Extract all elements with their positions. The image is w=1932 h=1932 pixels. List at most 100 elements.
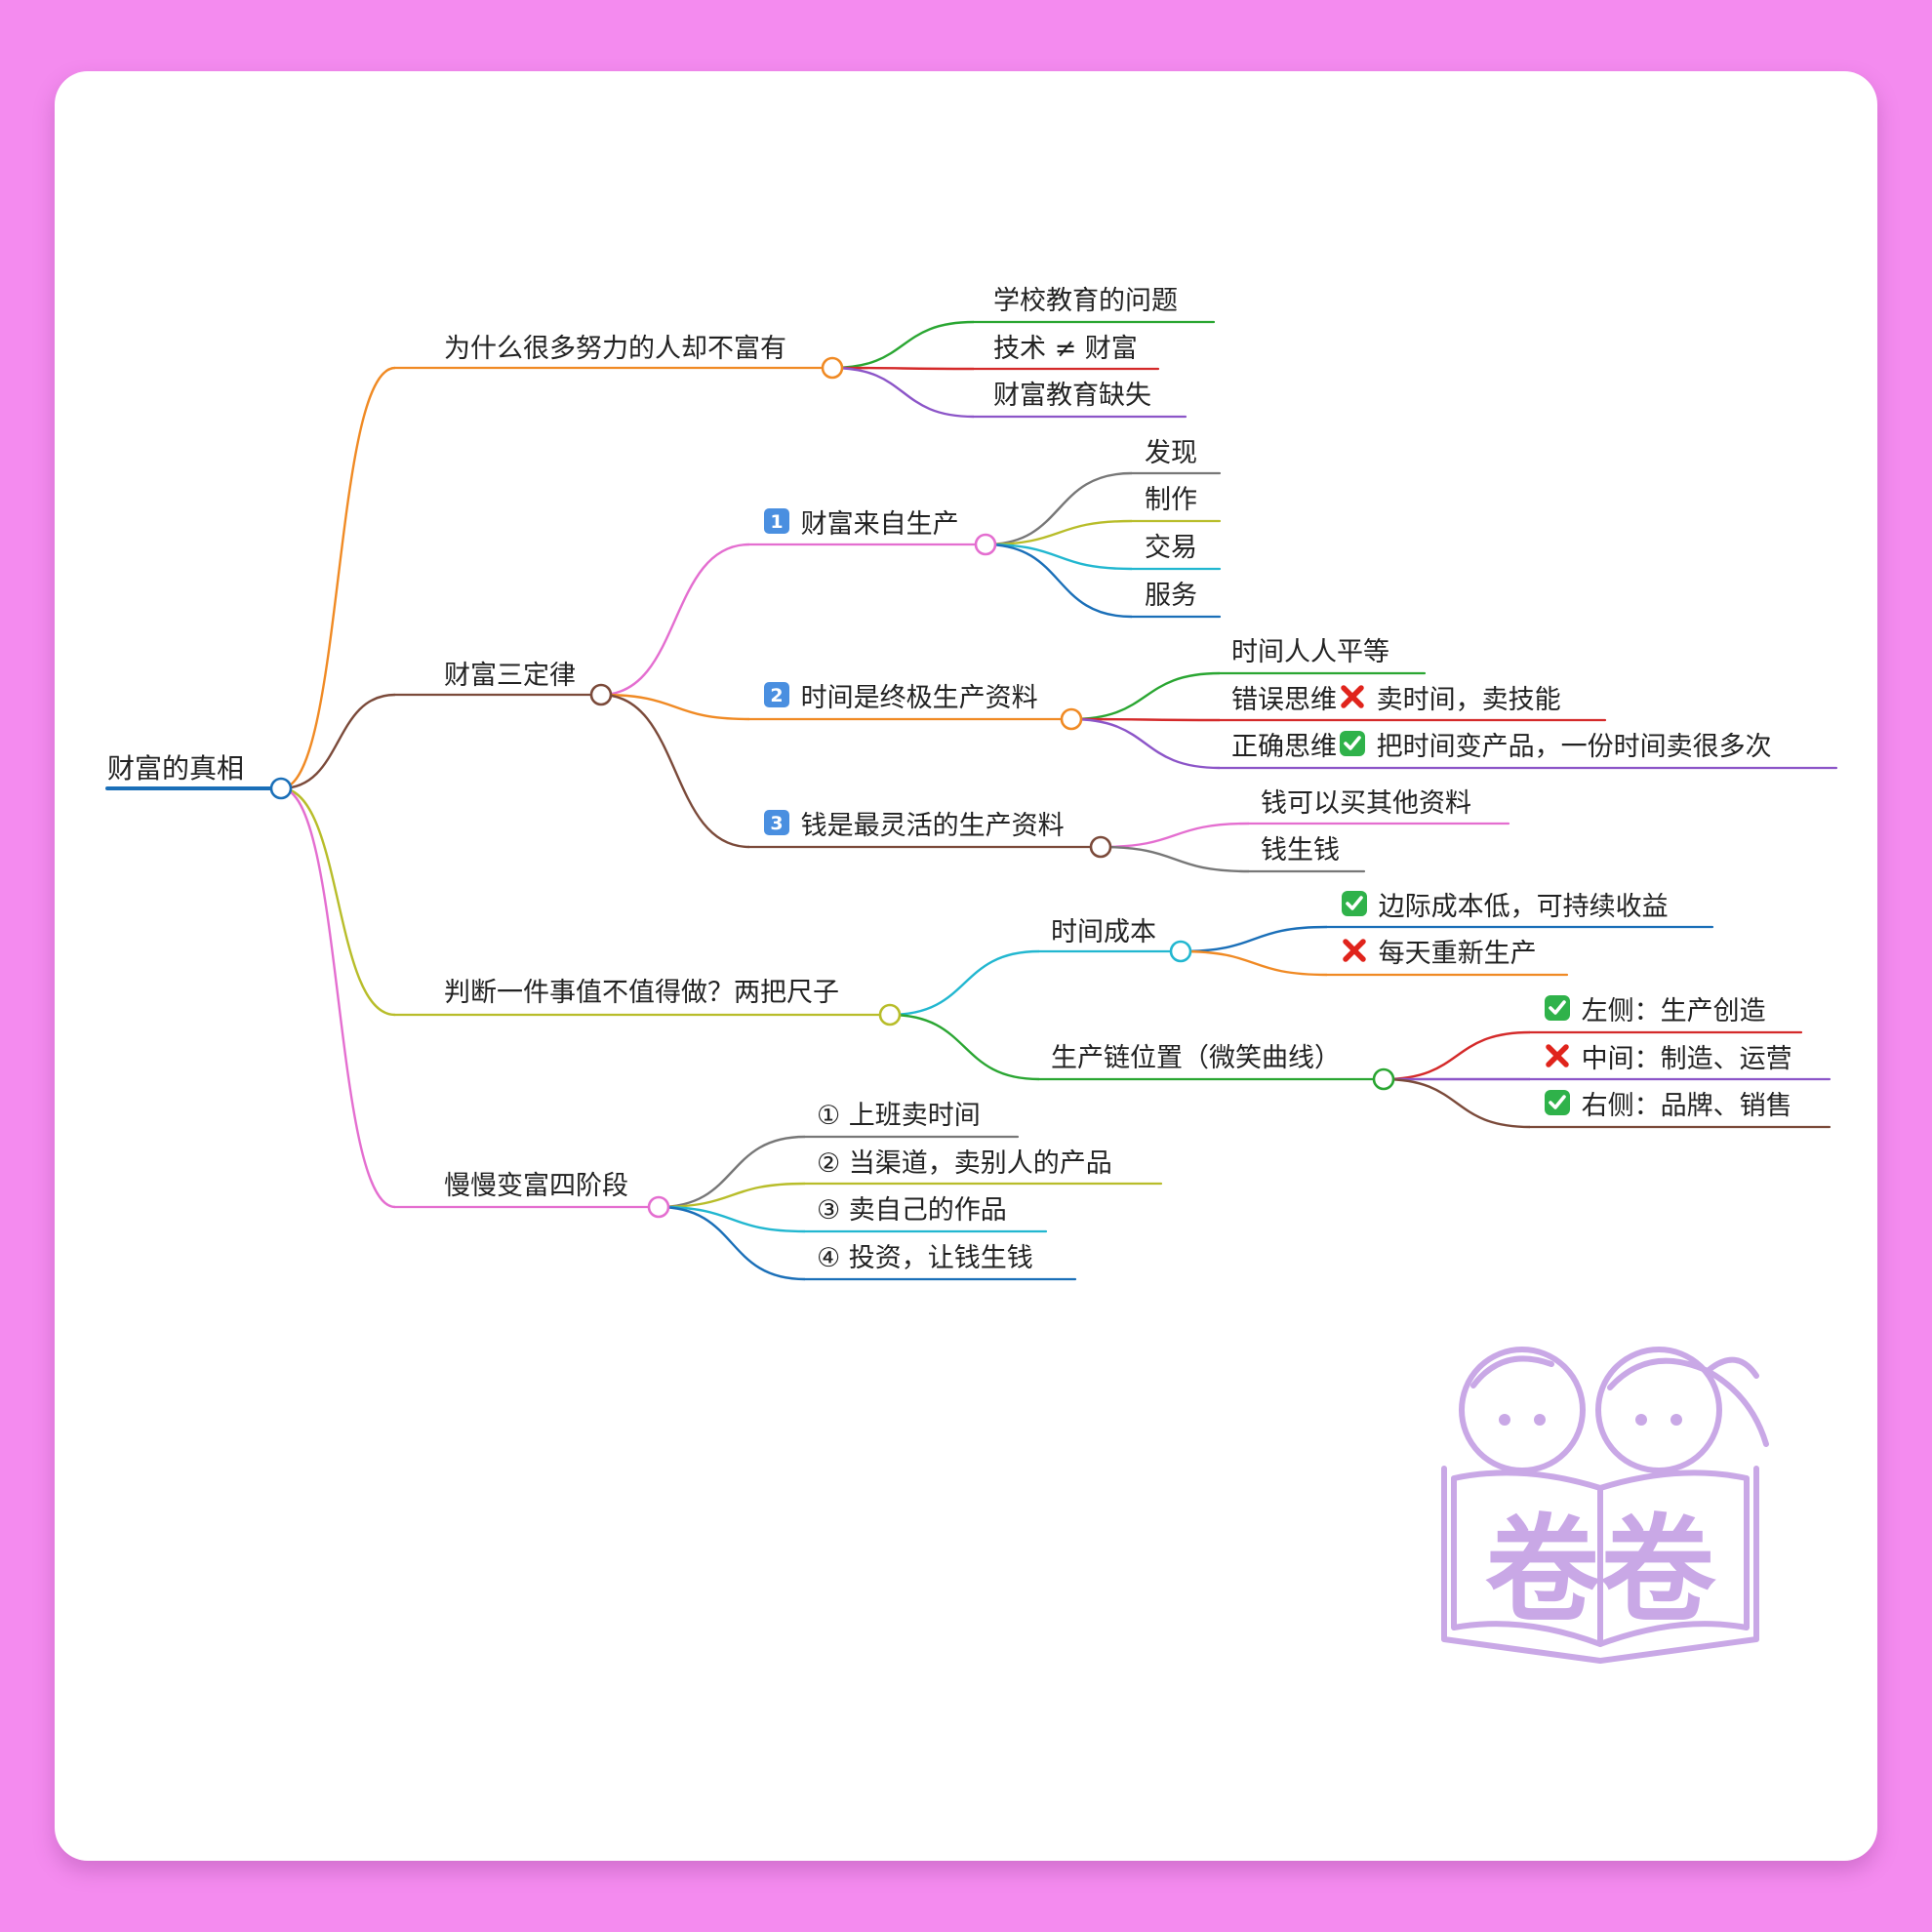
connector-stage-4 [658,1205,806,1281]
node-stage-2[interactable]: ② 当渠道，卖别人的产品 [817,1147,1112,1182]
check-mark-icon [1545,1090,1570,1115]
connector-law3-2 [1100,845,1250,873]
connector-law2-1 [1070,671,1221,721]
node-stage-1[interactable]: ① 上班卖时间 [817,1099,981,1134]
node-label: ③ 卖自己的作品 [817,1195,1007,1226]
node-judge-1[interactable]: 时间成本 [1051,915,1156,950]
node-why-2[interactable]: 技术 ≠ 财富 [993,332,1138,367]
node-label: 左侧：生产创造 [1581,996,1766,1026]
number-badge-icon: 2 [764,682,789,707]
connector-law2-3 [1070,717,1221,770]
node-law1[interactable]: 1 财富来自生产 [761,507,959,543]
connector-why-1 [831,320,975,370]
node-label-detail: 把时间变产品，一份时间卖很多次 [1376,732,1772,762]
node-root[interactable]: 财富的真相 [107,751,244,786]
svg-text:2: 2 [770,685,783,706]
node-stages[interactable]: 慢慢变富四阶段 [444,1169,628,1204]
connector-law1-2 [985,519,1133,546]
watermark-text: 卷卷 [1485,1503,1716,1637]
node-why-3[interactable]: 财富教育缺失 [993,379,1151,414]
collapse-toggle-judge [878,1003,902,1026]
node-laws[interactable]: 财富三定律 [444,659,576,694]
node-label: 钱可以买其他资料 [1261,788,1471,819]
node-stage-3[interactable]: ③ 卖自己的作品 [817,1193,1007,1228]
node-why[interactable]: 为什么很多努力的人却不富有 [444,332,786,367]
collapse-toggle-why [821,356,844,380]
node-label: 慢慢变富四阶段 [444,1171,628,1201]
svg-text:1: 1 [770,511,783,533]
connector-why-2 [831,366,975,371]
connector-law1-1 [985,471,1133,546]
connector-law3-1 [1100,822,1250,849]
node-law2-2[interactable]: 错误思维 卖时间，卖技能 [1231,683,1561,718]
node-judge-1-1[interactable]: 边际成本低，可持续收益 [1339,890,1669,925]
node-label: 制作 [1145,485,1197,515]
collapse-toggle-laws [589,683,613,706]
connector-laws [280,693,396,790]
node-label: 财富来自生产 [800,509,959,540]
node-label: 财富三定律 [444,661,576,691]
node-law2[interactable]: 2 时间是终极生产资料 [761,681,1038,716]
connector-law3 [600,693,750,849]
node-judge-2-2[interactable]: 中间：制造、运营 [1542,1042,1792,1077]
node-law3[interactable]: 3 钱是最灵活的生产资料 [761,809,1065,844]
check-mark-icon [1342,891,1367,916]
node-label: 为什么很多努力的人却不富有 [444,334,786,364]
node-label: 边际成本低，可持续收益 [1378,892,1669,922]
node-label: 交易 [1145,533,1197,563]
connector-why [280,366,396,790]
node-label: ② 当渠道，卖别人的产品 [817,1148,1112,1179]
connector-stage-3 [658,1205,806,1233]
node-law1-3[interactable]: 交易 [1145,531,1197,566]
node-law1-1[interactable]: 发现 [1145,436,1197,471]
node-label: 技术 ≠ 财富 [993,334,1138,364]
node-why-1[interactable]: 学校教育的问题 [993,284,1178,319]
node-judge-2-3[interactable]: 右侧：品牌、销售 [1542,1089,1792,1124]
node-label: 发现 [1145,438,1197,468]
cross-mark-icon [1343,939,1366,962]
connector-why-3 [831,366,975,419]
number-badge-icon: 3 [764,810,789,835]
node-label: 财富教育缺失 [993,381,1151,411]
number-badge-icon: 1 [764,508,789,534]
node-law3-1[interactable]: 钱可以买其他资料 [1261,786,1471,822]
connector-law1 [600,543,750,697]
connector-law1-4 [985,543,1133,619]
node-label: 钱生钱 [1261,835,1340,865]
node-label: 学校教育的问题 [993,286,1178,316]
node-label: 服务 [1145,581,1197,611]
collapse-toggle-law3 [1089,835,1112,859]
node-judge-2-1[interactable]: 左侧：生产创造 [1542,994,1766,1029]
cross-mark-icon [1546,1044,1569,1067]
connector-stage-2 [658,1182,806,1209]
node-law2-3[interactable]: 正确思维 把时间变产品，一份时间卖很多次 [1231,730,1772,765]
juanjuan-watermark-logo: 卷卷 [1441,1347,1769,1664]
connector-law1-3 [985,543,1133,571]
check-mark-icon [1545,995,1570,1021]
connector-judge-2-1 [1383,1030,1531,1081]
node-law3-2[interactable]: 钱生钱 [1261,833,1340,868]
node-label: ① 上班卖时间 [817,1101,981,1131]
node-label: 每天重新生产 [1378,939,1537,969]
collapse-toggle-law1 [974,533,997,556]
collapse-toggle-law2 [1060,707,1083,731]
node-label: 时间人人平等 [1231,637,1389,667]
node-label: 生产链位置（微笑曲线） [1051,1043,1341,1073]
node-label: 财富的真相 [107,752,245,785]
collapse-toggle-root [269,777,293,800]
node-judge[interactable]: 判断一件事值不值得做？两把尺子 [444,976,839,1011]
node-law1-4[interactable]: 服务 [1145,579,1197,614]
node-label-detail: 卖时间，卖技能 [1376,685,1561,715]
connector-judge-1-1 [1180,925,1328,953]
collapse-toggle-stages [647,1195,670,1219]
node-law1-2[interactable]: 制作 [1145,483,1197,518]
node-label: 钱是最灵活的生产资料 [800,811,1065,841]
node-judge-2[interactable]: 生产链位置（微笑曲线） [1051,1041,1341,1076]
node-judge-1-2[interactable]: 每天重新生产 [1339,937,1537,972]
node-law2-1[interactable]: 时间人人平等 [1231,635,1389,670]
node-stage-4[interactable]: ④ 投资，让钱生钱 [817,1241,1033,1276]
collapse-toggle-judge-2 [1372,1067,1395,1091]
connector-law2-2 [1070,717,1221,722]
